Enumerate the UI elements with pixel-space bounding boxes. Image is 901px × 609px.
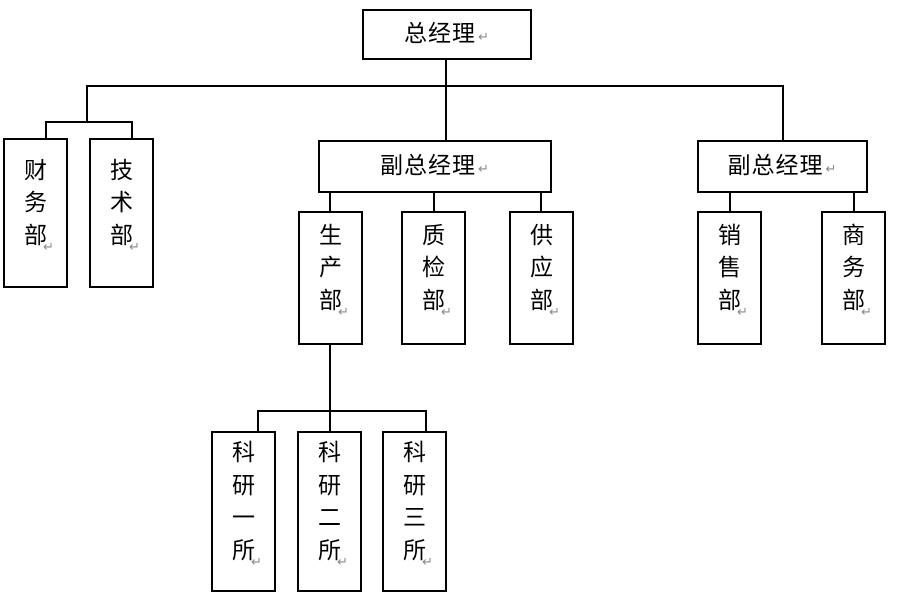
paragraph-mark: ↵ bbox=[861, 304, 872, 320]
connector-research2-stem bbox=[329, 410, 331, 432]
node-sales-department[interactable]: 销 售 部 ↵ bbox=[697, 211, 762, 345]
paragraph-mark: ↵ bbox=[43, 239, 54, 255]
label-char: 销 bbox=[718, 222, 741, 249]
label-char: 所 bbox=[403, 537, 426, 564]
node-technology-department[interactable]: 技 术 部 ↵ bbox=[89, 138, 154, 288]
node-research-institute-3-label: 科 研 三 所 ↵ bbox=[396, 437, 433, 586]
connector-deputy1-stem bbox=[445, 85, 447, 141]
label-char: 术 bbox=[110, 190, 133, 217]
connector-main-bus bbox=[86, 85, 784, 87]
node-business-department-label: 商 务 部 ↵ bbox=[835, 220, 872, 336]
label-char: 部 bbox=[24, 223, 47, 250]
label-char: 研 bbox=[318, 472, 341, 499]
node-production-department[interactable]: 生 产 部 ↵ bbox=[298, 211, 363, 345]
label-char: 所 bbox=[232, 537, 255, 564]
node-supply-department-label: 供 应 部 ↵ bbox=[523, 220, 560, 336]
connector-research3-stem bbox=[425, 410, 427, 432]
node-general-manager[interactable]: 总经理↵ bbox=[362, 9, 532, 60]
node-deputy-general-manager-operations[interactable]: 副总经理↵ bbox=[318, 140, 552, 193]
label-char: 部 bbox=[842, 288, 865, 315]
connector-finance-stem bbox=[45, 121, 47, 139]
node-technology-department-label: 技 术 部 ↵ bbox=[103, 155, 140, 271]
node-research-institute-2[interactable]: 科 研 二 所 ↵ bbox=[297, 431, 362, 592]
node-deputy-general-manager-operations-label: 副总经理↵ bbox=[380, 153, 490, 179]
node-research-institute-2-label: 科 研 二 所 ↵ bbox=[311, 437, 348, 586]
label-char: 财 bbox=[24, 157, 47, 184]
node-sales-department-label: 销 售 部 ↵ bbox=[711, 220, 748, 336]
node-research-institute-3[interactable]: 科 研 三 所 ↵ bbox=[382, 431, 447, 592]
node-finance-department-label: 财 务 部 ↵ bbox=[17, 155, 54, 271]
label-char: 部 bbox=[718, 288, 741, 315]
label-char: 务 bbox=[24, 190, 47, 217]
label-char: 部 bbox=[110, 223, 133, 250]
connector-supply-stem bbox=[540, 192, 542, 212]
label-char: 研 bbox=[403, 472, 426, 499]
node-business-department[interactable]: 商 务 部 ↵ bbox=[821, 211, 886, 345]
connector-research1-stem bbox=[257, 410, 259, 432]
label-char: 检 bbox=[422, 255, 445, 282]
paragraph-mark: ↵ bbox=[338, 304, 349, 320]
paragraph-mark: ↵ bbox=[441, 304, 452, 320]
label-char: 二 bbox=[318, 505, 341, 532]
node-supply-department[interactable]: 供 应 部 ↵ bbox=[509, 211, 574, 345]
connector-research-bus bbox=[257, 410, 427, 412]
label-char: 研 bbox=[232, 472, 255, 499]
paragraph-mark: ↵ bbox=[825, 162, 838, 177]
connector-sales-stem bbox=[729, 192, 731, 212]
label-char: 商 bbox=[842, 222, 865, 249]
connector-business-stem bbox=[853, 192, 855, 212]
paragraph-mark: ↵ bbox=[549, 304, 560, 320]
label-char: 三 bbox=[403, 505, 426, 532]
connector-deputy2-stem bbox=[782, 85, 784, 141]
label-char: 应 bbox=[530, 255, 553, 282]
connector-production-stem bbox=[329, 192, 331, 212]
label-char: 部 bbox=[422, 288, 445, 315]
node-research-institute-1-label: 科 研 一 所 ↵ bbox=[225, 437, 262, 586]
node-deputy-general-manager-commercial[interactable]: 副总经理↵ bbox=[697, 140, 868, 193]
connector-left-sub-bus bbox=[45, 121, 133, 123]
label-char: 售 bbox=[718, 255, 741, 282]
connector-gm-stem bbox=[445, 59, 447, 87]
label-char: 科 bbox=[318, 439, 341, 466]
node-production-department-label: 生 产 部 ↵ bbox=[312, 220, 349, 336]
node-deputy-general-manager-commercial-label: 副总经理↵ bbox=[727, 153, 838, 179]
paragraph-mark: ↵ bbox=[478, 30, 490, 45]
label-char: 部 bbox=[319, 288, 342, 315]
label-char: 技 bbox=[110, 157, 133, 184]
connector-tech-stem bbox=[131, 121, 133, 139]
paragraph-mark: ↵ bbox=[337, 554, 348, 570]
label-char: 生 bbox=[319, 222, 342, 249]
connector-production-down-stem bbox=[329, 344, 331, 412]
label-char: 科 bbox=[232, 439, 255, 466]
node-general-manager-label: 总经理↵ bbox=[404, 21, 490, 47]
label-char: 供 bbox=[530, 222, 553, 249]
node-quality-inspection-department-label: 质 检 部 ↵ bbox=[415, 220, 452, 336]
paragraph-mark: ↵ bbox=[422, 554, 433, 570]
node-research-institute-1[interactable]: 科 研 一 所 ↵ bbox=[211, 431, 276, 592]
label-char: 部 bbox=[530, 288, 553, 315]
label-char: 科 bbox=[403, 439, 426, 466]
node-quality-inspection-department[interactable]: 质 检 部 ↵ bbox=[401, 211, 466, 345]
label-char: 所 bbox=[318, 537, 341, 564]
paragraph-mark: ↵ bbox=[251, 554, 262, 570]
label-char: 产 bbox=[319, 255, 342, 282]
connector-qc-stem bbox=[433, 192, 435, 212]
label-char: 务 bbox=[842, 255, 865, 282]
paragraph-mark: ↵ bbox=[478, 162, 490, 177]
label-char: 一 bbox=[232, 505, 255, 532]
node-finance-department[interactable]: 财 务 部 ↵ bbox=[3, 138, 68, 288]
paragraph-mark: ↵ bbox=[129, 239, 140, 255]
paragraph-mark: ↵ bbox=[737, 304, 748, 320]
label-char: 质 bbox=[422, 222, 445, 249]
connector-left-branch-stem bbox=[86, 85, 88, 123]
